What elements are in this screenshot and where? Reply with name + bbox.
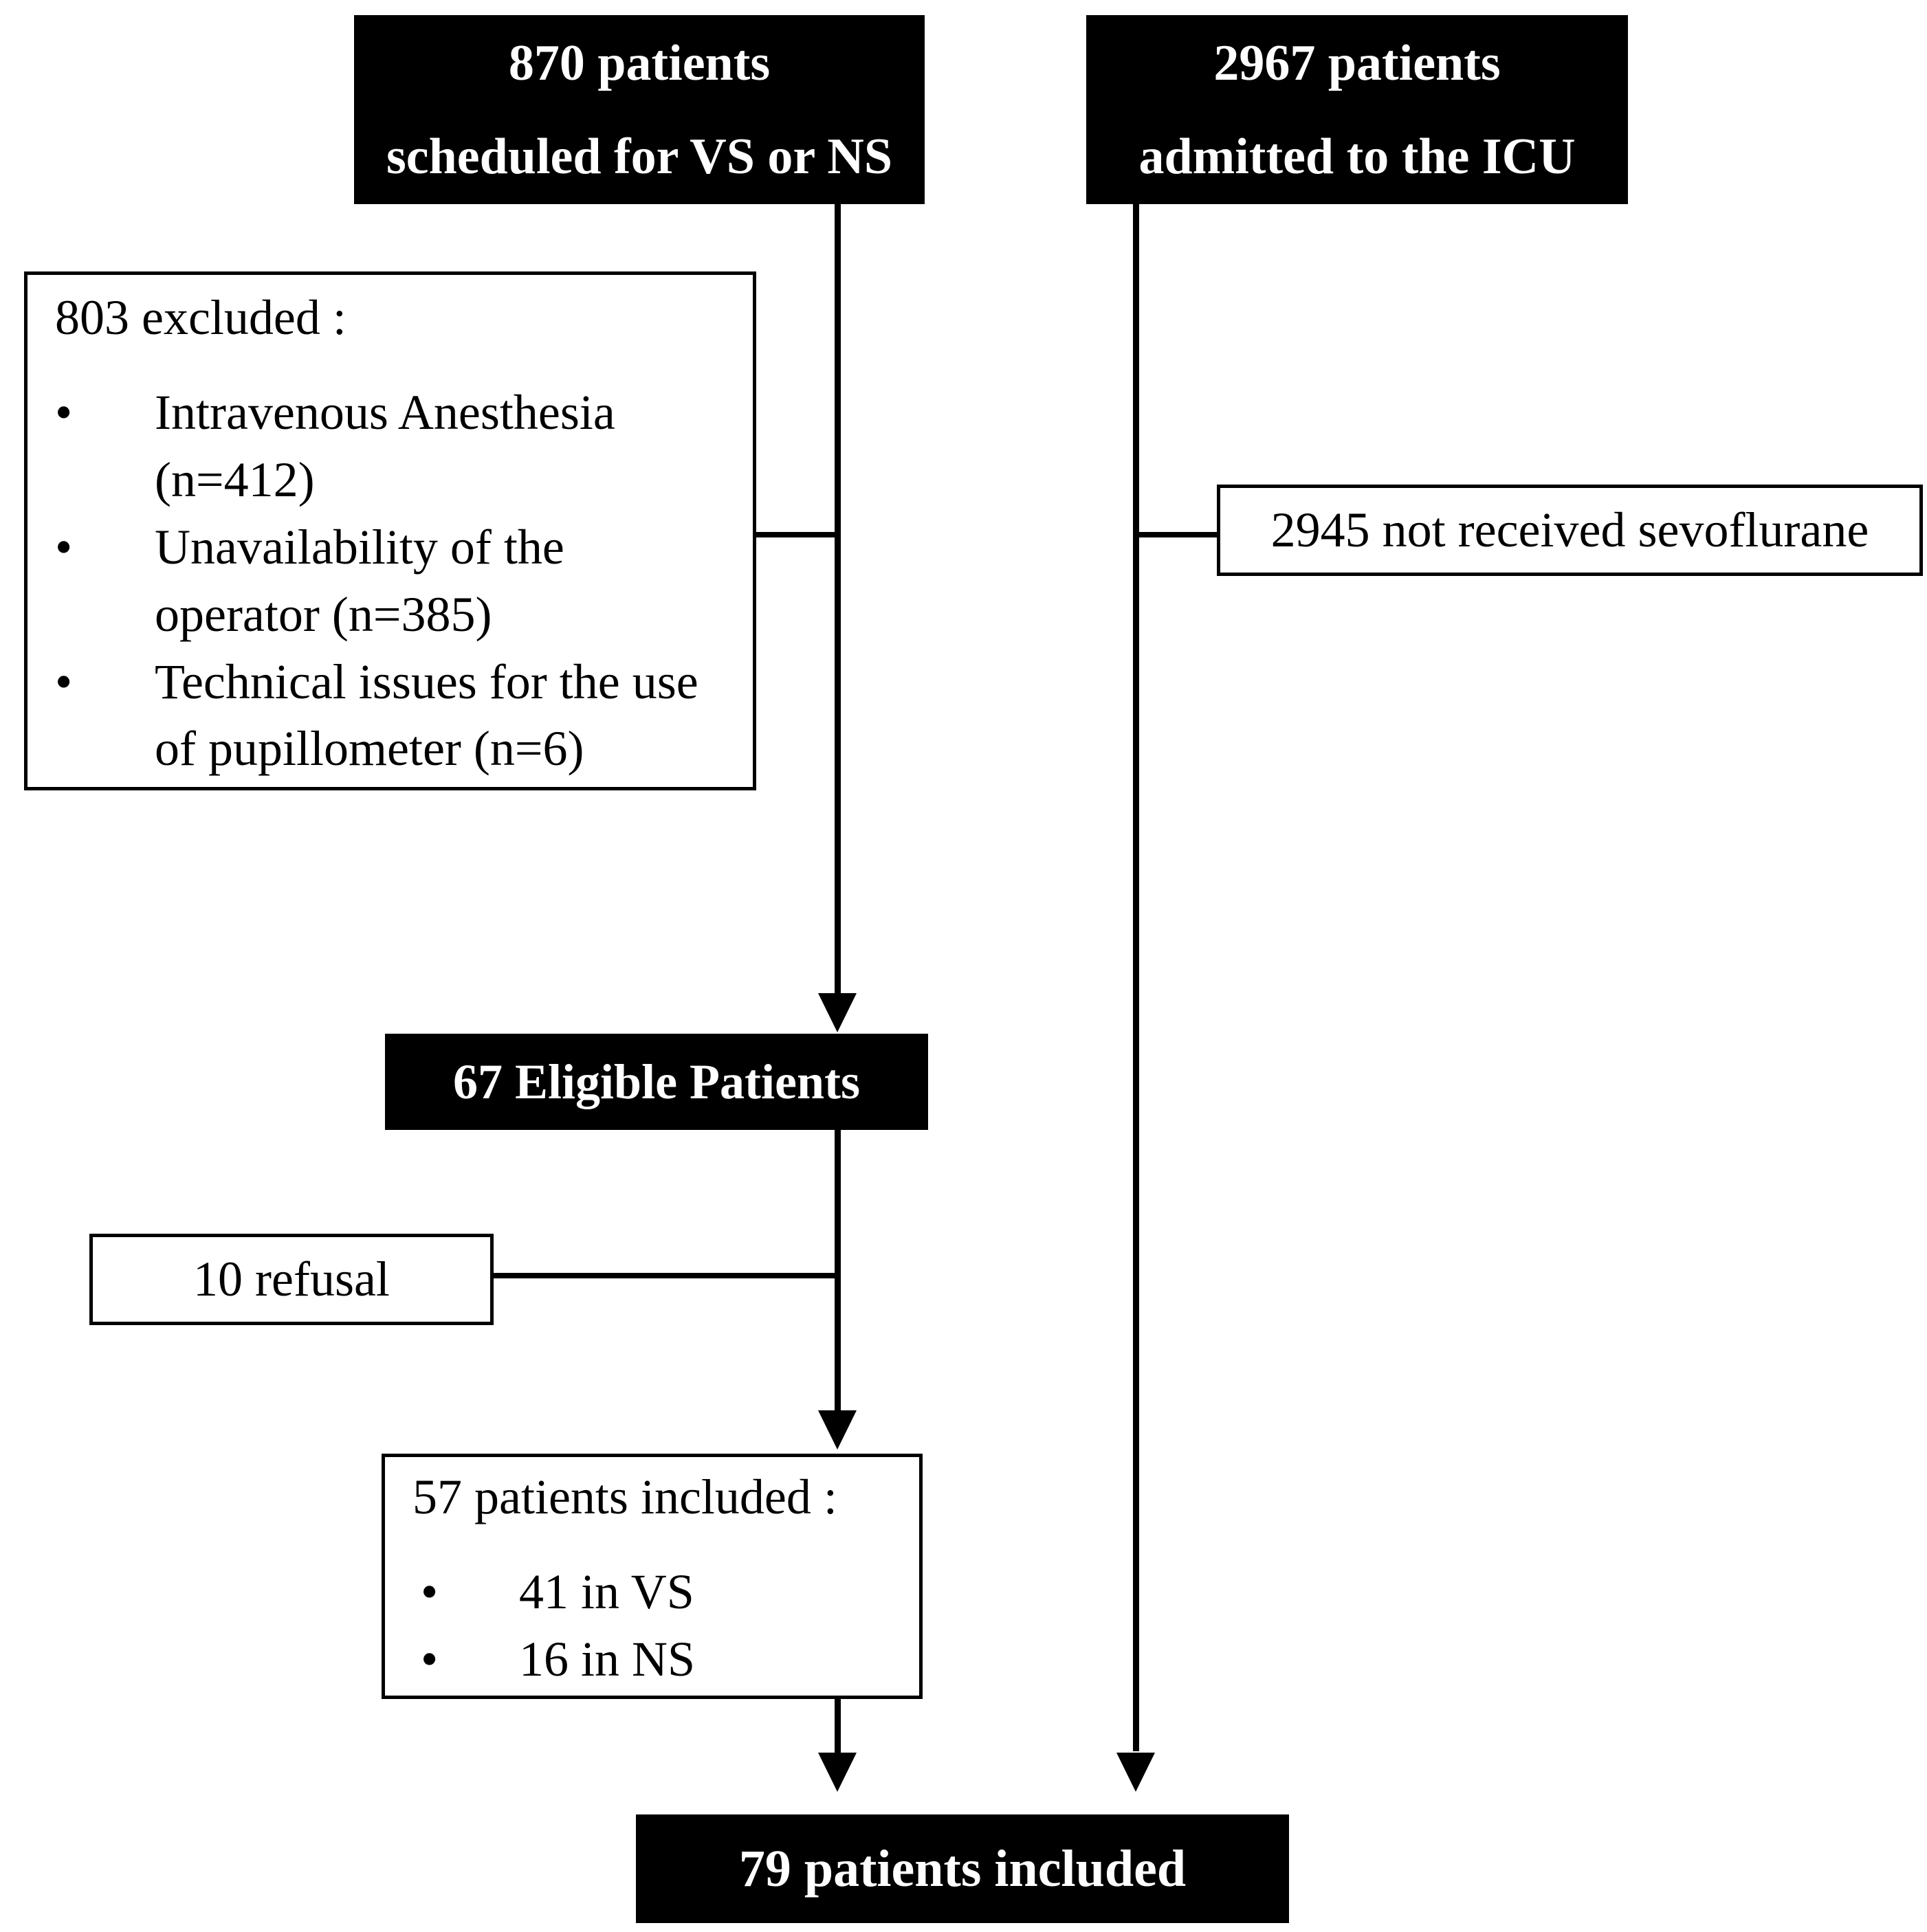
box-included-57: 57 patients included : • 41 in VS • 16 i…: [382, 1454, 923, 1699]
included57-item-text: 41 in VS: [519, 1564, 694, 1619]
list-item: • 16 in NS: [412, 1626, 899, 1694]
sevoflurane-label: 2945 not received sevoflurane: [1270, 502, 1869, 557]
connector-refusal-branch: [492, 1273, 837, 1278]
connector-eligible-to-included57: [835, 1130, 841, 1412]
box-scheduled-patients: 870 patients scheduled for VS or NS: [354, 15, 925, 204]
box-admitted-patients: 2967 patients admitted to the ICU: [1086, 15, 1628, 204]
included57-list: • 41 in VS • 16 in NS: [412, 1559, 899, 1694]
bullet-icon: •: [55, 519, 73, 575]
connector-sevoflurane-branch: [1136, 532, 1217, 537]
list-item: • Intravenous Anesthesia (n=412): [55, 379, 732, 514]
box-refusal: 10 refusal: [89, 1234, 494, 1325]
arrowhead-down-icon: [818, 1753, 857, 1792]
excluded-item-text: Unavailability of the operator (n=385): [155, 519, 564, 642]
list-item: • Technical issues for the use of pupill…: [55, 649, 732, 784]
bullet-icon: •: [421, 1631, 439, 1687]
box-included-79: 79 patients included: [636, 1814, 1289, 1923]
list-item: • 41 in VS: [412, 1559, 899, 1626]
scheduled-desc-line: scheduled for VS or NS: [386, 129, 893, 185]
included79-label: 79 patients included: [738, 1839, 1187, 1898]
arrowhead-down-icon: [1116, 1753, 1155, 1792]
excluded-item-text: Intravenous Anesthesia (n=412): [155, 384, 615, 507]
bullet-icon: •: [55, 384, 73, 440]
excluded-item-text: Technical issues for the use of pupillom…: [155, 654, 698, 777]
arrowhead-down-icon: [818, 993, 857, 1032]
excluded-title: 803 excluded :: [55, 290, 346, 345]
included57-item-text: 16 in NS: [519, 1631, 696, 1687]
list-item: • Unavailability of the operator (n=385): [55, 514, 732, 649]
box-excluded-reasons: 803 excluded : • Intravenous Anesthesia …: [24, 271, 756, 790]
refusal-label: 10 refusal: [193, 1252, 390, 1307]
admitted-count-line: 2967 patients: [1213, 35, 1501, 91]
box-not-received-sevoflurane: 2945 not received sevoflurane: [1217, 485, 1923, 576]
excluded-list: • Intravenous Anesthesia (n=412) • Unava…: [55, 379, 732, 783]
box-eligible-patients: 67 Eligible Patients: [385, 1034, 928, 1130]
bullet-icon: •: [421, 1564, 439, 1619]
arrowhead-down-icon: [818, 1410, 857, 1450]
connector-excluded-branch: [756, 532, 837, 537]
admitted-desc-line: admitted to the ICU: [1138, 129, 1576, 185]
eligible-label: 67 Eligible Patients: [453, 1054, 860, 1109]
scheduled-count-line: 870 patients: [508, 35, 771, 91]
included57-title: 57 patients included :: [412, 1469, 837, 1524]
bullet-icon: •: [55, 654, 73, 709]
connector-scheduled-to-eligible: [835, 203, 841, 995]
connector-included57-to-included79: [835, 1696, 841, 1754]
connector-admitted-to-included79: [1133, 203, 1139, 1751]
